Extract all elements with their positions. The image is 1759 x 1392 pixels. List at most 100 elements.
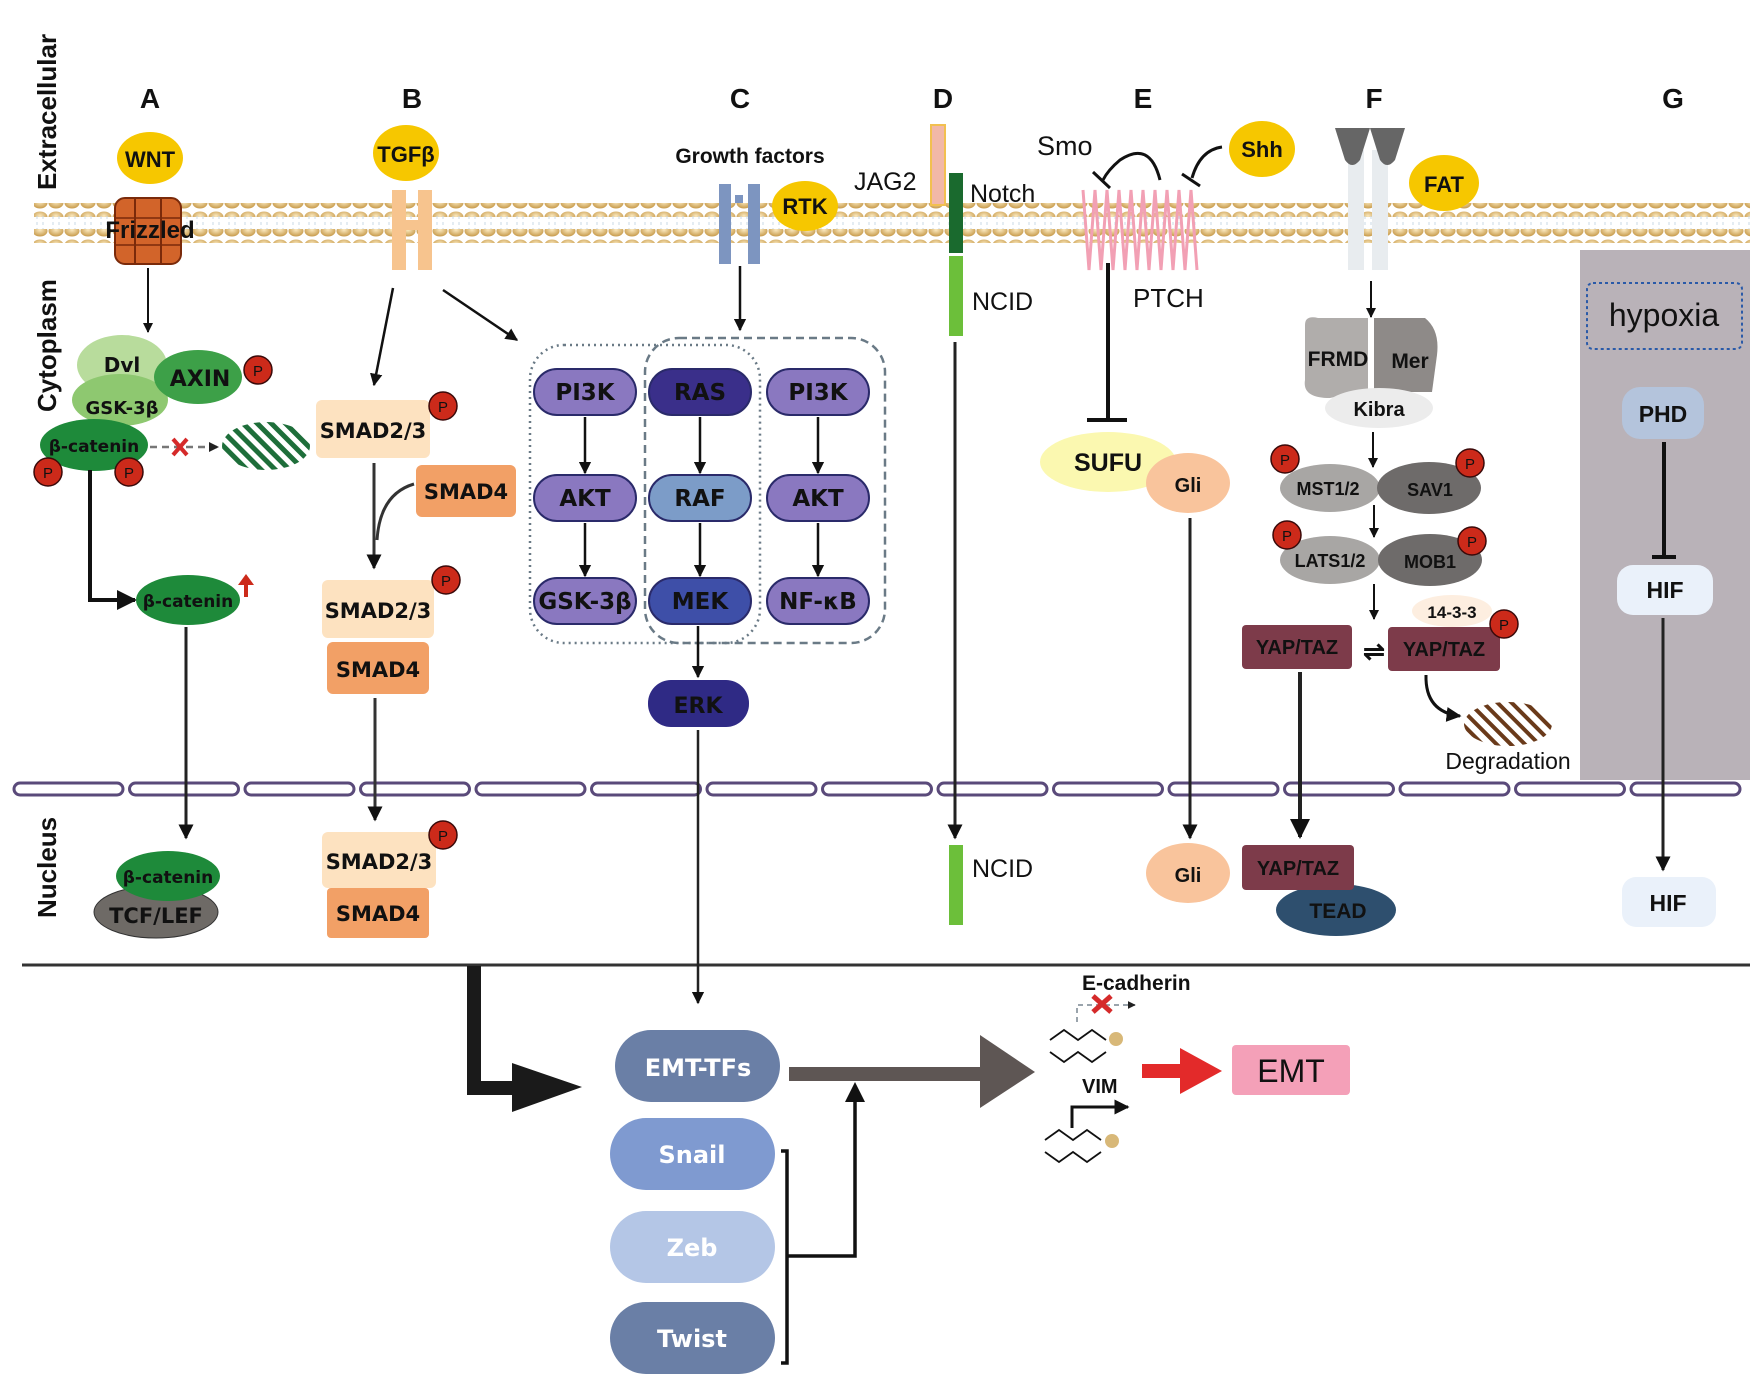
rtk-ligand[interactable] bbox=[772, 181, 838, 231]
smad23-nucleus[interactable] bbox=[322, 832, 436, 888]
raf-node[interactable] bbox=[648, 474, 752, 522]
ncid-label: NCID bbox=[972, 288, 1033, 316]
erk-protein[interactable] bbox=[648, 680, 749, 727]
phospho-icon bbox=[1489, 609, 1519, 639]
mek-node[interactable] bbox=[648, 577, 752, 625]
smad23-label: SMAD2/3 bbox=[320, 419, 427, 443]
ras-node[interactable] bbox=[648, 368, 752, 416]
mer-label: Mer bbox=[1391, 350, 1428, 373]
emt-outcome-box[interactable] bbox=[1232, 1045, 1350, 1095]
inhibition-shh-arc bbox=[1190, 145, 1223, 179]
emt-outcome-label: EMT bbox=[1257, 1053, 1325, 1089]
beta-catenin-cytoplasm[interactable] bbox=[136, 575, 240, 625]
panel-letter-e: E bbox=[1134, 83, 1153, 114]
beta-catenin-nucleus[interactable] bbox=[116, 851, 220, 901]
phd-protein[interactable] bbox=[1622, 387, 1704, 439]
smad4-complex[interactable] bbox=[327, 642, 429, 694]
red-arrow-to-emt-shaft bbox=[1142, 1064, 1192, 1078]
nuclear-pore-segment bbox=[1514, 781, 1626, 797]
mst12-protein[interactable] bbox=[1280, 464, 1380, 512]
yap-taz-protein[interactable] bbox=[1242, 625, 1352, 669]
arrow-smad4-join bbox=[375, 482, 415, 541]
degraded-beta-catenin bbox=[222, 422, 310, 470]
region-label-extracellular: Extracellular bbox=[32, 34, 62, 190]
tead-protein[interactable] bbox=[1276, 884, 1396, 936]
frizzled-receptor[interactable] bbox=[114, 197, 182, 265]
jag2-label: JAG2 bbox=[854, 168, 917, 196]
smad4-complex-label: SMAD4 bbox=[336, 658, 420, 682]
up-arrow-icon bbox=[238, 574, 254, 597]
kibra-protein[interactable] bbox=[1325, 388, 1433, 428]
panel-letter-a: A bbox=[140, 83, 160, 114]
gli-protein[interactable] bbox=[1146, 453, 1230, 513]
blocked-x-icon bbox=[1091, 994, 1113, 1014]
yap-taz-label: YAP/TAZ bbox=[1256, 637, 1338, 659]
emt-tfs-node[interactable] bbox=[615, 1030, 780, 1102]
akt-node[interactable] bbox=[766, 474, 870, 522]
zeb-node[interactable] bbox=[610, 1211, 775, 1283]
smad23-complex[interactable] bbox=[322, 580, 434, 638]
nf-b-node[interactable] bbox=[766, 577, 870, 625]
smad4-protein[interactable] bbox=[416, 465, 516, 517]
twist-node[interactable] bbox=[610, 1302, 775, 1374]
nuclear-pore-segment bbox=[243, 781, 356, 797]
dna-icon bbox=[1049, 1028, 1123, 1064]
ncid-domain[interactable] bbox=[949, 256, 963, 336]
protein-14-3-3[interactable] bbox=[1412, 595, 1492, 627]
yap-taz-phospho-protein[interactable] bbox=[1388, 627, 1500, 671]
lats12-protein[interactable] bbox=[1280, 536, 1380, 584]
shh-ligand[interactable] bbox=[1229, 121, 1295, 177]
hif-nucleus[interactable] bbox=[1622, 877, 1716, 927]
red-arrow-to-emt-head bbox=[1180, 1048, 1222, 1094]
ncid-nucleus-label: NCID bbox=[972, 855, 1033, 883]
jag2-ligand[interactable] bbox=[930, 124, 946, 206]
equilibrium-icon: ⇌ bbox=[1363, 636, 1385, 666]
wnt-ligand[interactable] bbox=[117, 132, 183, 184]
beta-catenin-complex[interactable] bbox=[40, 419, 148, 471]
nuclear-envelope bbox=[12, 781, 1742, 797]
hif-protein[interactable] bbox=[1617, 565, 1713, 615]
mer-protein[interactable] bbox=[1374, 318, 1438, 392]
mob1-protein[interactable] bbox=[1378, 534, 1482, 586]
panel-letters: A B C D E F G bbox=[140, 83, 1684, 114]
rtk-receptor[interactable] bbox=[719, 184, 760, 264]
smad23-protein[interactable] bbox=[316, 400, 430, 458]
hippo-pathway: FAT FRMD Mer Kibra MST1/2 SAV1 P P LATS1… bbox=[1242, 128, 1571, 936]
yap-taz-nucleus[interactable] bbox=[1242, 845, 1354, 890]
pi3k-node[interactable] bbox=[533, 368, 637, 416]
inhibition-bar bbox=[1091, 170, 1112, 190]
hif-label: HIF bbox=[1646, 577, 1683, 603]
snail-node[interactable] bbox=[610, 1118, 775, 1190]
gli-nucleus[interactable] bbox=[1146, 843, 1230, 903]
cell-membrane bbox=[34, 203, 1750, 243]
phospho-label: P bbox=[253, 363, 263, 380]
sufu-protein[interactable] bbox=[1040, 432, 1176, 492]
axin-protein[interactable] bbox=[154, 350, 242, 404]
fat-receptor[interactable] bbox=[1335, 128, 1405, 270]
phospho-icon bbox=[431, 565, 461, 595]
mek-label: MEK bbox=[672, 589, 730, 615]
fat-ligand[interactable] bbox=[1409, 155, 1479, 211]
hypoxia-pathway: hypoxia PHD HIF HIF bbox=[1586, 282, 1743, 927]
tgfb-receptor[interactable] bbox=[392, 190, 432, 270]
ras-raf-mek-box bbox=[643, 336, 887, 645]
phospho-icon bbox=[1272, 520, 1302, 550]
tgfb-ligand[interactable] bbox=[373, 125, 439, 181]
protein-14-3-3-label: 14-3-3 bbox=[1427, 603, 1476, 622]
notch-receptor[interactable] bbox=[949, 173, 963, 253]
sav1-protein[interactable] bbox=[1377, 462, 1481, 514]
ptch-receptor[interactable] bbox=[1081, 189, 1199, 271]
nf-b-label: NF-κB bbox=[779, 589, 857, 615]
gsk-3--node[interactable] bbox=[533, 577, 637, 625]
phospho-icon bbox=[243, 355, 273, 385]
frmd-protein[interactable] bbox=[1304, 317, 1368, 398]
mob1-label: MOB1 bbox=[1404, 552, 1456, 572]
akt-label: AKT bbox=[559, 486, 611, 512]
phospho-icon bbox=[428, 391, 458, 421]
akt-node[interactable] bbox=[533, 474, 637, 522]
gsk3b-protein[interactable] bbox=[72, 374, 168, 426]
phospho-icon bbox=[428, 820, 458, 850]
ncid-nucleus[interactable] bbox=[949, 845, 963, 925]
smad4-nucleus[interactable] bbox=[327, 888, 429, 938]
pi3k-node[interactable] bbox=[766, 368, 870, 416]
